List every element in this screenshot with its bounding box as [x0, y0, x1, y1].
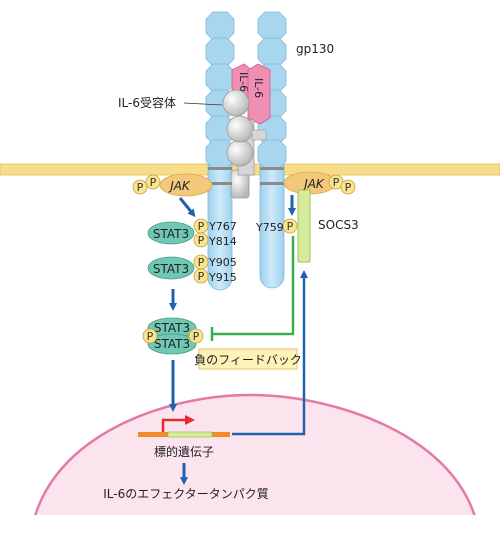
svg-text:IL-6: IL-6 — [252, 78, 265, 98]
phospho-y814: P — [193, 232, 209, 248]
y814-label: Y814 — [208, 235, 237, 248]
phospho-y905: P — [193, 254, 209, 270]
effector-proteins-label: IL-6のエフェクタータンパク質 — [103, 486, 269, 501]
svg-text:P: P — [150, 176, 157, 189]
svg-text:STAT3: STAT3 — [154, 337, 190, 351]
svg-text:P: P — [193, 330, 200, 343]
svg-text:JAK: JAK — [168, 179, 191, 193]
gp130-right-chain — [257, 11, 287, 289]
phospho-y767: P — [193, 218, 209, 234]
nucleus — [0, 393, 500, 541]
svg-text:P: P — [198, 270, 205, 283]
negative-feedback-line — [210, 236, 295, 341]
gp130-label: gp130 — [296, 42, 334, 56]
il6-ligand-right: IL-6 — [247, 63, 271, 125]
il6-receptor — [222, 89, 267, 199]
svg-text:JAK: JAK — [302, 177, 325, 191]
svg-text:P: P — [198, 220, 205, 233]
phospho-dimer-right: P — [188, 328, 204, 344]
stat3-bound-2: STAT3 — [147, 256, 195, 280]
svg-text:P: P — [287, 220, 294, 233]
arrow-jak-to-stat3 — [178, 197, 196, 218]
il6-receptor-label: IL-6受容体 — [118, 95, 176, 110]
y767-label: Y767 — [208, 220, 237, 233]
phospho-y915: P — [193, 268, 209, 284]
svg-text:P: P — [137, 181, 144, 194]
svg-text:P: P — [147, 330, 154, 343]
svg-text:IL-6: IL-6 — [237, 72, 250, 92]
target-gene — [138, 415, 230, 438]
socs3-label: SOCS3 — [318, 218, 359, 232]
jak-left: JAK — [159, 173, 213, 197]
svg-text:P: P — [345, 181, 352, 194]
y759-label: Y759 — [255, 221, 284, 234]
phospho-jak-left-2: P — [145, 174, 161, 190]
negative-feedback-box: 負のフィードバック — [194, 348, 302, 370]
svg-text:P: P — [198, 234, 205, 247]
transmembrane-markers — [208, 167, 284, 185]
svg-text:STAT3: STAT3 — [153, 227, 189, 241]
target-gene-label: 標的遺伝子 — [154, 444, 214, 459]
arrow-gene-to-socs3 — [232, 270, 308, 436]
phospho-y759: P — [282, 218, 298, 234]
y915-label: Y915 — [208, 271, 237, 284]
phospho-dimer-left: P — [142, 328, 158, 344]
jak-right: JAK — [283, 171, 337, 195]
socs3-bar — [297, 189, 311, 263]
svg-text:負のフィードバック: 負のフィードバック — [194, 353, 302, 367]
il6-receptor-leader — [183, 102, 223, 106]
stat3-bound-1: STAT3 — [147, 221, 195, 245]
phospho-jak-right-2: P — [340, 179, 356, 195]
svg-text:STAT3: STAT3 — [154, 321, 190, 335]
y905-label: Y905 — [208, 256, 237, 269]
svg-text:P: P — [198, 256, 205, 269]
svg-text:STAT3: STAT3 — [153, 262, 189, 276]
svg-text:P: P — [333, 176, 340, 189]
stat3-dimer: STAT3 STAT3 — [147, 317, 197, 355]
phospho-jak-left-1: P — [132, 179, 148, 195]
